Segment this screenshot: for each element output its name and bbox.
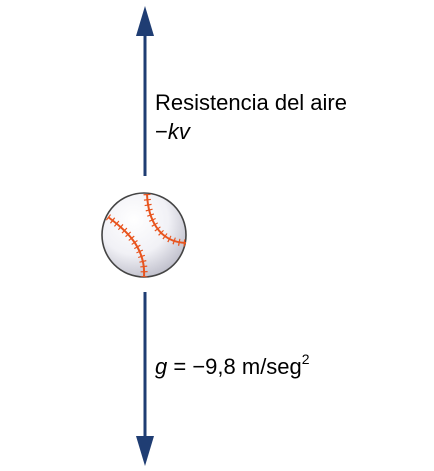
air-resistance-label: Resistencia del aire <box>155 90 347 115</box>
air-resistance-formula: −kv <box>155 119 190 145</box>
gravity-value: = −9,8 m/seg <box>167 354 302 379</box>
baseball-seam-right-stitches <box>143 193 187 247</box>
air-resistance-arrow <box>136 6 154 176</box>
air-resistance-variable: kv <box>167 119 190 144</box>
gravity-exponent: 2 <box>301 350 310 367</box>
gravity-arrow-head <box>136 436 154 466</box>
gravity-label: g = −9,8 m/seg2 <box>155 350 310 380</box>
air-resistance-sign: − <box>155 119 168 144</box>
baseball-seam-left-stitches <box>105 214 148 278</box>
gravity-variable: g <box>155 354 168 379</box>
baseball <box>101 192 187 278</box>
gravity-arrow <box>136 292 154 466</box>
air-resistance-arrow-head <box>136 6 154 36</box>
